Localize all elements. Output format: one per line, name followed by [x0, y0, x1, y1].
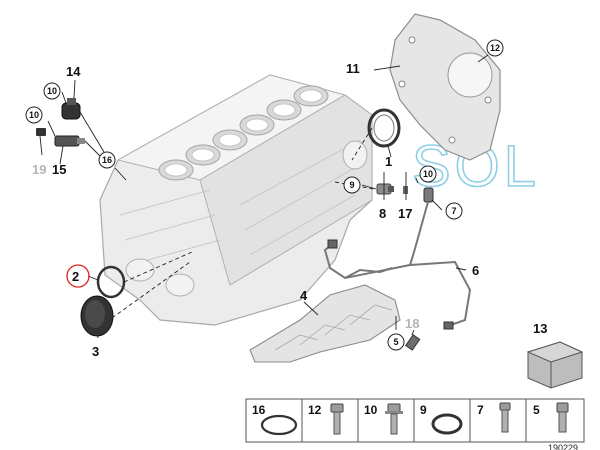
- heat-shield-plate: [389, 13, 501, 161]
- legend-cell-5: 5: [533, 402, 569, 433]
- engine-block: [99, 74, 373, 326]
- callout-circle-10-right: 10: [419, 165, 437, 183]
- callout-18: 18: [405, 316, 419, 331]
- callout-5: 5: [393, 337, 398, 347]
- callout-9: 9: [349, 180, 354, 190]
- callout-circle-5: 5: [387, 333, 405, 351]
- shaft-seal: [367, 108, 401, 148]
- connector-plug: [36, 128, 46, 136]
- knock-sensor: [376, 183, 394, 195]
- parts-legend: 16 12 10 9 7 5: [245, 398, 585, 443]
- legend-label-7: 7: [477, 403, 484, 417]
- callout-circle-10-left: 10: [25, 106, 43, 124]
- callout-10-right: 10: [423, 169, 433, 179]
- wiring-harness: [323, 201, 472, 330]
- callout-circle-2: [66, 264, 90, 288]
- legend-cell-7: 7: [477, 402, 511, 433]
- legend-cell-12: 12: [308, 403, 344, 435]
- callout-circle-9: 9: [343, 176, 361, 194]
- callout-16: 16: [102, 155, 112, 165]
- callout-17: 17: [398, 206, 412, 221]
- callout-circle-10-top: 10: [43, 82, 61, 100]
- callout-15: 15: [52, 162, 66, 177]
- callout-19: 19: [32, 162, 46, 177]
- crankshaft-sensor: [423, 187, 434, 203]
- legend-label-9: 9: [420, 403, 427, 417]
- callout-circle-12: 12: [486, 39, 504, 57]
- callout-14: 14: [66, 64, 81, 79]
- leader-lines: [39, 54, 489, 338]
- callout-3: 3: [92, 344, 99, 359]
- callout-2: 2: [72, 269, 79, 284]
- callout-8: 8: [379, 206, 386, 221]
- callout-10-top: 10: [47, 86, 57, 96]
- legend-label-5: 5: [533, 403, 540, 417]
- oil-pan-baffle: [249, 284, 401, 363]
- legend-label-12: 12: [308, 403, 322, 417]
- vanos-sensor: [61, 98, 81, 120]
- callout-circle-16: 16: [98, 151, 116, 169]
- callout-11: 11: [346, 61, 360, 76]
- callout-6: 6: [472, 263, 479, 278]
- callout-1: 1: [385, 154, 392, 169]
- callout-circle-7: 7: [445, 202, 463, 220]
- legend-cell-10: 10: [364, 403, 403, 435]
- oil-level-sensor: [405, 334, 421, 351]
- sealing-cap: [80, 295, 114, 337]
- callout-10-left: 10: [29, 110, 39, 120]
- legend-label-16: 16: [252, 403, 266, 417]
- callout-4: 4: [300, 288, 308, 303]
- legend-cell-9: 9: [420, 403, 463, 435]
- callout-13: 13: [533, 321, 547, 336]
- oil-pressure-switch: [54, 135, 85, 147]
- legend-label-10: 10: [364, 403, 378, 417]
- legend-cell-16: 16: [252, 403, 298, 436]
- sensor-bolt: [403, 186, 408, 194]
- diagram-reference-number: 190229: [548, 443, 578, 450]
- callout-12: 12: [490, 43, 500, 53]
- callout-7: 7: [451, 206, 456, 216]
- sealant-box: [526, 341, 584, 389]
